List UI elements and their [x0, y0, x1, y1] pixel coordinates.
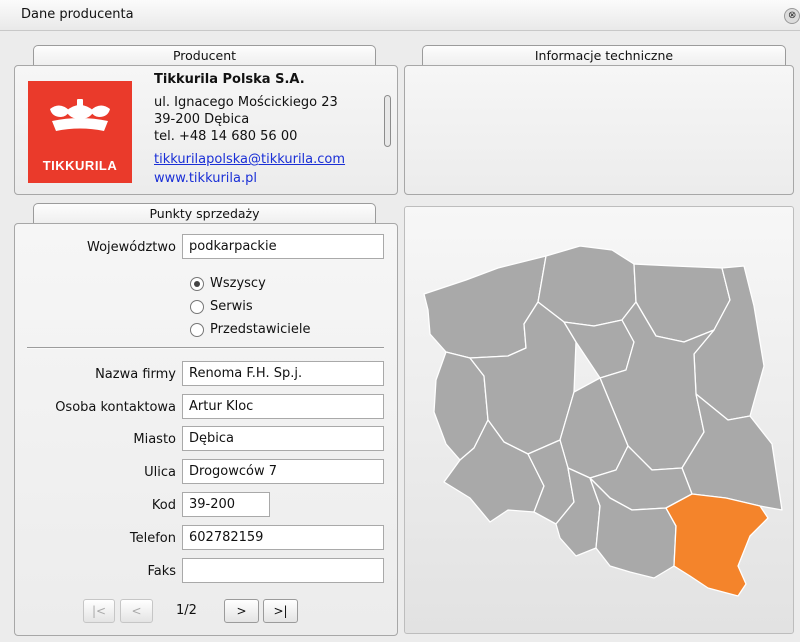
postal-code-label: Kod — [151, 498, 176, 513]
voivodeship-label: Województwo — [86, 240, 176, 255]
radio-all[interactable] — [190, 277, 204, 291]
next-page-button[interactable]: > — [224, 599, 259, 623]
close-icon[interactable]: ⊗ — [784, 8, 800, 24]
section-divider — [27, 347, 384, 348]
company-label: Nazwa firmy — [95, 367, 176, 382]
window-title: Dane producenta — [21, 7, 134, 22]
city-field[interactable]: Dębica — [182, 426, 384, 451]
producer-scrollbar[interactable] — [384, 95, 391, 147]
producer-name: Tikkurila Polska S.A. — [154, 72, 305, 87]
contact-label: Osoba kontaktowa — [55, 400, 176, 415]
tab-points-of-sale[interactable]: Punkty sprzedaży — [33, 203, 376, 223]
postal-code-field[interactable]: 39-200 — [182, 492, 270, 517]
region-podkarpackie[interactable] — [665, 493, 769, 597]
radio-representatives-label: Przedstawiciele — [210, 322, 311, 337]
street-label: Ulica — [144, 465, 176, 480]
company-field[interactable]: Renoma F.H. Sp.j. — [182, 361, 384, 386]
fax-field[interactable] — [182, 558, 384, 583]
tab-producer[interactable]: Producent — [33, 45, 376, 65]
voivodeship-field[interactable]: podkarpackie — [182, 234, 384, 259]
producer-city: 39-200 Dębica — [154, 112, 250, 127]
radio-service[interactable] — [190, 300, 204, 314]
tab-technical-info[interactable]: Informacje techniczne — [422, 45, 786, 65]
region-malopolskie[interactable] — [589, 477, 677, 579]
last-page-button[interactable]: >| — [263, 599, 298, 623]
first-page-button[interactable]: |< — [83, 599, 115, 623]
phone-field[interactable]: 602782159 — [182, 525, 384, 550]
street-field[interactable]: Drogowców 7 — [182, 459, 384, 484]
page-indicator: 1/2 — [176, 603, 197, 618]
fax-label: Faks — [147, 564, 176, 579]
producer-street: ul. Ignacego Mościckiego 23 — [154, 95, 338, 110]
radio-representatives[interactable] — [190, 323, 204, 337]
crown-icon — [50, 99, 110, 131]
tikkurila-logo: TIKKURILA — [28, 81, 132, 183]
poland-map[interactable] — [404, 206, 794, 634]
radio-all-label: Wszyscy — [210, 276, 266, 291]
city-label: Miasto — [133, 432, 176, 447]
radio-service-label: Serwis — [210, 299, 253, 314]
logo-wordmark: TIKKURILA — [42, 158, 118, 173]
producer-phone: tel. +48 14 680 56 00 — [154, 129, 298, 144]
prev-page-button[interactable]: < — [120, 599, 153, 623]
technical-info-panel — [404, 65, 794, 195]
title-bar: Dane producenta ⊗ — [0, 0, 800, 31]
producer-website-link[interactable]: www.tikkurila.pl — [154, 171, 257, 186]
producer-email-link[interactable]: tikkurilapolska@tikkurila.com — [154, 152, 346, 167]
contact-field[interactable]: Artur Kloc — [182, 394, 384, 419]
phone-label: Telefon — [129, 531, 176, 546]
